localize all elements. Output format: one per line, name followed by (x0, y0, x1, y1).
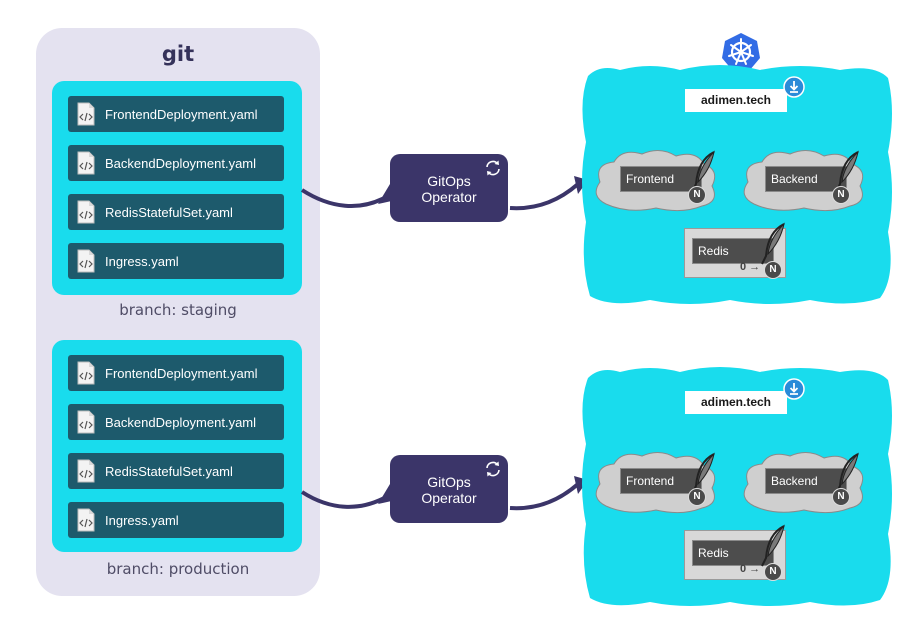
arrow-right-icon: → (746, 563, 761, 575)
sync-icon (486, 461, 500, 477)
cluster-production: adimen.tech Frontend N Backend N Redis 0… (580, 364, 894, 610)
statefulset-redis[interactable]: Redis (692, 238, 774, 264)
replica-count: 0 (740, 261, 747, 273)
file-item[interactable]: BackendDeployment.yaml (68, 404, 284, 440)
domain-label: adimen.tech (685, 391, 787, 414)
file-item[interactable]: Ingress.yaml (68, 502, 284, 538)
arrow-right-icon: → (746, 261, 761, 273)
file-name: Ingress.yaml (105, 512, 179, 528)
file-item[interactable]: FrontendDeployment.yaml (68, 355, 284, 391)
node-badge: N (832, 488, 850, 506)
statefulset-redis[interactable]: Redis (692, 540, 774, 566)
domain-label: adimen.tech (685, 89, 787, 112)
branch-label-staging: branch: staging (119, 301, 237, 319)
file-name: BackendDeployment.yaml (105, 414, 257, 430)
code-file-icon (77, 102, 95, 126)
cluster-staging: adimen.tech Frontend N Backend N Redis 0… (580, 62, 894, 308)
code-file-icon (77, 151, 95, 175)
gitops-operator-production[interactable]: GitOps Operator (390, 455, 508, 523)
node-badge: N (764, 261, 782, 279)
code-file-icon (77, 410, 95, 434)
operator-label-line1: GitOps (427, 173, 471, 189)
branch-staging-box: FrontendDeployment.yaml BackendDeploymen… (52, 81, 302, 295)
code-file-icon (77, 459, 95, 483)
feather-icon (691, 452, 715, 495)
service-frontend[interactable]: Frontend (620, 166, 702, 192)
file-name: FrontendDeployment.yaml (105, 106, 258, 122)
feather-icon (835, 452, 859, 495)
code-file-icon (77, 200, 95, 224)
feather-icon (761, 524, 785, 567)
file-item[interactable]: BackendDeployment.yaml (68, 145, 284, 181)
code-file-icon (77, 249, 95, 273)
service-backend[interactable]: Backend (765, 468, 847, 494)
operator-label-line2: Operator (421, 189, 477, 205)
operator-label-line2: Operator (421, 490, 477, 506)
file-item[interactable]: RedisStatefulSet.yaml (68, 453, 284, 489)
node-badge: N (832, 186, 850, 204)
feather-icon (835, 150, 859, 193)
node-badge: N (764, 563, 782, 581)
kubernetes-logo-icon (722, 33, 760, 71)
download-icon[interactable] (783, 378, 805, 400)
branch-label-production: branch: production (106, 560, 250, 578)
sync-icon (486, 160, 500, 176)
cluster-cloud-shape (582, 367, 892, 606)
file-name: RedisStatefulSet.yaml (105, 204, 233, 220)
file-name: FrontendDeployment.yaml (105, 365, 258, 381)
git-panel: git FrontendDeployment.yaml BackendDeplo… (36, 28, 320, 596)
gitops-operator-staging[interactable]: GitOps Operator (390, 154, 508, 222)
download-icon[interactable] (783, 76, 805, 98)
node-badge: N (688, 186, 706, 204)
file-name: Ingress.yaml (105, 253, 179, 269)
git-title: git (161, 42, 195, 66)
code-file-icon (77, 508, 95, 532)
code-file-icon (77, 361, 95, 385)
cluster-cloud-shape (582, 65, 892, 304)
service-frontend[interactable]: Frontend (620, 468, 702, 494)
file-item[interactable]: FrontendDeployment.yaml (68, 96, 284, 132)
node-badge: N (688, 488, 706, 506)
feather-icon (761, 222, 785, 265)
operator-label-line1: GitOps (427, 474, 471, 490)
file-name: RedisStatefulSet.yaml (105, 463, 233, 479)
replica-count: 0 (740, 563, 747, 575)
file-item[interactable]: RedisStatefulSet.yaml (68, 194, 284, 230)
file-name: BackendDeployment.yaml (105, 155, 257, 171)
service-backend[interactable]: Backend (765, 166, 847, 192)
feather-icon (691, 150, 715, 193)
file-item[interactable]: Ingress.yaml (68, 243, 284, 279)
branch-production-box: FrontendDeployment.yaml BackendDeploymen… (52, 340, 302, 552)
